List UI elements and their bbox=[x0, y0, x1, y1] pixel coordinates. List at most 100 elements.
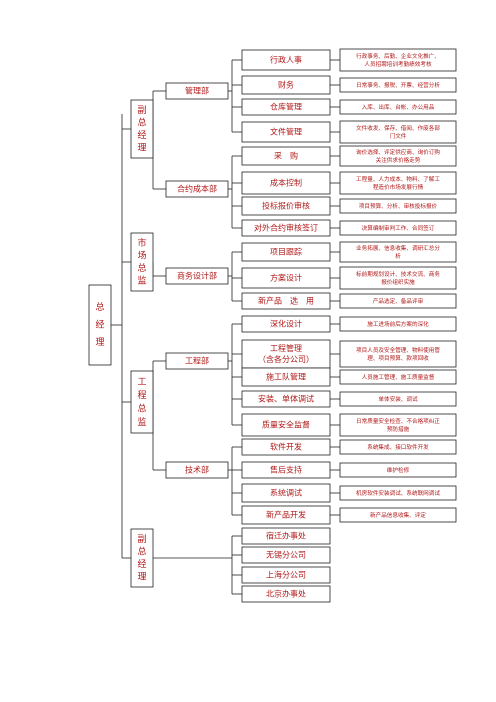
level1-label: 市 bbox=[137, 237, 146, 249]
description-text: 析 bbox=[395, 252, 401, 260]
description-box bbox=[339, 48, 457, 72]
function-label: 财务 bbox=[278, 80, 294, 90]
level1-box bbox=[130, 528, 154, 588]
description-box bbox=[339, 171, 457, 195]
department-box bbox=[165, 461, 229, 479]
root-label: 理 bbox=[95, 337, 104, 348]
description-text: 行政事务、后勤、企业文化推广、 bbox=[356, 52, 440, 60]
description-text: 门文件 bbox=[390, 132, 407, 140]
description-box bbox=[339, 413, 457, 437]
description-text: 维护检修 bbox=[387, 466, 410, 474]
function-box bbox=[241, 438, 331, 456]
chart-nodes: 总经理副总经理市场总监工程总监副总经理管理部合约成本部商务设计部工程部技术部行政… bbox=[88, 48, 457, 603]
branch-label: 北京办事处 bbox=[266, 589, 306, 599]
description-box bbox=[339, 145, 457, 167]
function-label: 采 购 bbox=[274, 151, 298, 161]
function-box bbox=[241, 171, 331, 195]
description-text: 理、项目预算、款项回收 bbox=[367, 354, 429, 362]
function-label: （含各分公司） bbox=[258, 354, 314, 364]
level1-label: 总 bbox=[137, 262, 146, 274]
description-box bbox=[339, 120, 457, 144]
department-label: 合约成本部 bbox=[177, 184, 217, 194]
level1-label: 副 bbox=[137, 105, 146, 116]
description-box bbox=[339, 220, 457, 236]
description-text: 标前期规划设计、技术交流、商务 bbox=[356, 270, 440, 278]
level1-label: 经 bbox=[137, 558, 146, 570]
description-text: 关注供求价格走势 bbox=[376, 156, 421, 164]
function-box bbox=[241, 219, 331, 237]
function-box bbox=[241, 242, 331, 262]
function-label: 行政人事 bbox=[270, 55, 302, 65]
level1-label: 监 bbox=[137, 274, 146, 286]
level1-label: 副 bbox=[137, 534, 146, 545]
root-box bbox=[88, 284, 112, 366]
department-box bbox=[165, 180, 229, 198]
function-box bbox=[241, 505, 331, 525]
level1-label: 理 bbox=[137, 142, 146, 153]
branch-box bbox=[241, 546, 331, 564]
department-label: 技术部 bbox=[185, 465, 209, 475]
function-label: 工程管理 bbox=[270, 343, 302, 353]
description-box bbox=[339, 266, 457, 290]
branch-label: 无锡分公司 bbox=[266, 551, 306, 560]
function-box bbox=[241, 121, 331, 143]
description-text: 程造价市场发展行情 bbox=[373, 183, 424, 191]
description-box bbox=[339, 340, 457, 368]
description-text: 日常事务、报税、开票、经营分析 bbox=[356, 81, 440, 89]
level1-label: 总 bbox=[137, 545, 146, 557]
description-text: 入库、出库、台帐、办公用品 bbox=[362, 103, 435, 111]
branch-box bbox=[241, 566, 331, 584]
level1-box bbox=[130, 232, 154, 292]
description-text: 决算编制审判工作、合同签订 bbox=[362, 224, 435, 232]
description-box bbox=[339, 439, 457, 455]
description-box bbox=[339, 369, 457, 385]
description-box bbox=[339, 391, 457, 407]
department-box bbox=[165, 352, 229, 370]
level1-label: 总 bbox=[137, 402, 146, 414]
description-text: 工程量、人力成本、物料、了解工 bbox=[356, 175, 440, 183]
description-box bbox=[339, 241, 457, 263]
function-box bbox=[241, 196, 331, 216]
description-text: 新产品信息收集、评定 bbox=[370, 511, 426, 519]
function-box bbox=[241, 339, 331, 369]
function-box bbox=[241, 75, 331, 95]
function-label: 安装、单体调试 bbox=[258, 394, 314, 404]
branch-label: 宿迁办事处 bbox=[266, 531, 306, 541]
department-box bbox=[165, 82, 229, 100]
description-text: 系统集成、接口软件开发 bbox=[367, 443, 429, 451]
root-label: 经 bbox=[95, 319, 104, 331]
function-label: 质量安全监督 bbox=[262, 420, 310, 430]
description-text: 日常质量安全检查、不合格项纠正 bbox=[356, 417, 440, 425]
function-box bbox=[241, 146, 331, 166]
function-label: 项目跟踪 bbox=[270, 247, 302, 257]
level1-box bbox=[130, 99, 154, 159]
description-text: 文件收发、保存、借阅、作废各部 bbox=[356, 124, 440, 132]
function-label: 软件开发 bbox=[270, 442, 302, 452]
function-box bbox=[241, 413, 331, 437]
description-text: 项目预算、分析、审核投标报价 bbox=[359, 202, 438, 210]
function-box bbox=[241, 267, 331, 289]
function-box bbox=[241, 461, 331, 479]
department-label: 工程部 bbox=[185, 356, 209, 366]
level1-label: 总 bbox=[137, 116, 146, 128]
function-box bbox=[241, 98, 331, 116]
level1-label: 理 bbox=[137, 571, 146, 582]
function-label: 新产品 选 用 bbox=[258, 296, 314, 306]
description-text: 询价选择、评定供应商、询价订购 bbox=[356, 148, 440, 156]
function-box bbox=[241, 49, 331, 71]
function-box bbox=[241, 367, 331, 387]
department-label: 商务设计部 bbox=[177, 271, 217, 281]
description-box bbox=[339, 77, 457, 93]
description-box bbox=[339, 507, 457, 523]
level1-label: 经 bbox=[137, 129, 146, 141]
level1-label: 工 bbox=[137, 377, 146, 387]
branch-label: 上海分公司 bbox=[266, 570, 306, 580]
department-box bbox=[165, 267, 229, 285]
function-label: 施工队管理 bbox=[266, 372, 306, 382]
function-box bbox=[241, 292, 331, 310]
description-box bbox=[339, 99, 457, 115]
function-box bbox=[241, 483, 331, 503]
description-text: 项目人员及安全管理、物料使用管 bbox=[356, 346, 440, 354]
description-text: 人员施工管理、施工质量监督 bbox=[362, 373, 435, 381]
